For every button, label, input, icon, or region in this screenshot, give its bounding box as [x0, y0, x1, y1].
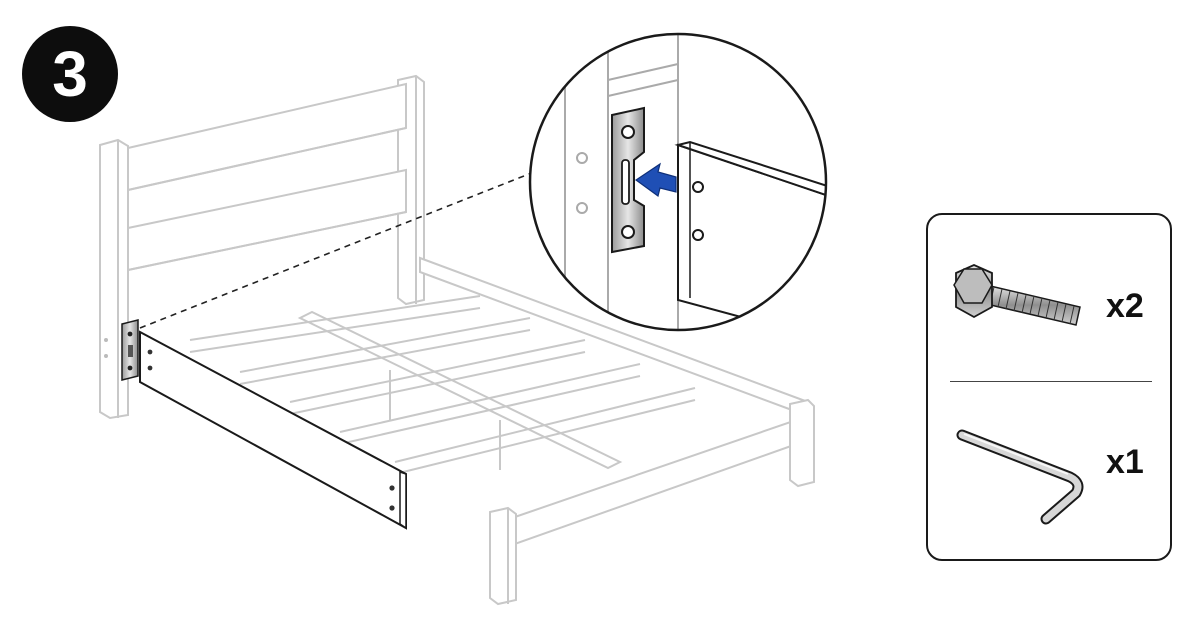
zoom-detail — [528, 32, 828, 332]
allen-key-quantity: x1 — [1106, 443, 1144, 481]
headboard — [99, 74, 425, 420]
hex-bolt-icon — [953, 264, 1081, 326]
side-rail — [139, 330, 407, 530]
bed-base-frame — [189, 256, 815, 606]
zoom-leader-line — [139, 171, 535, 329]
allen-key-icon — [956, 429, 1084, 525]
corner-bracket — [104, 319, 139, 381]
bolt-quantity: x2 — [1106, 287, 1144, 325]
insert-arrow-icon — [634, 162, 677, 198]
panel-divider — [950, 381, 1152, 382]
step-number-badge: 3 — [22, 26, 118, 122]
parts-panel: x2 x1 — [926, 213, 1172, 561]
